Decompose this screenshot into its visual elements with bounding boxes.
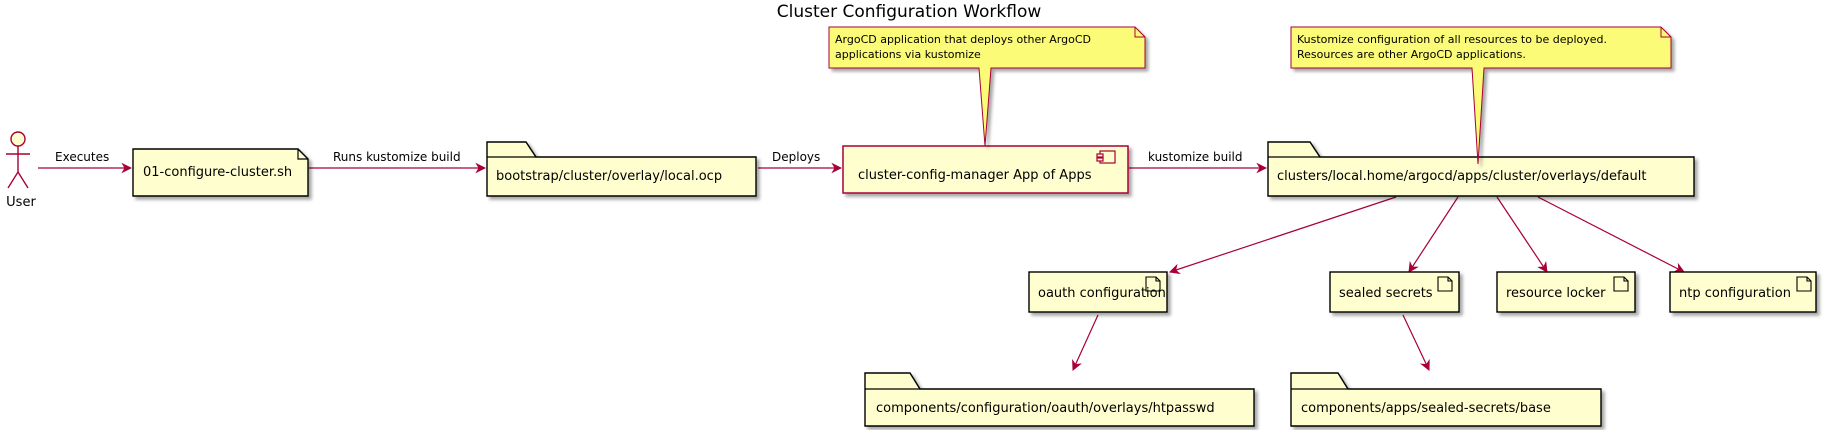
sealed-secrets-base-folder: components/apps/sealed-secrets/base [1290, 372, 1602, 427]
edge-clusters-to-ntp [1537, 196, 1685, 273]
oauth-artifact: oauth configuration [1028, 271, 1168, 313]
oauth-overlay-folder: components/configuration/oauth/overlays/… [864, 372, 1255, 427]
oauth-overlay-folder-label: components/configuration/oauth/overlays/… [876, 401, 1215, 416]
edge-sealed-to-folder [1402, 314, 1430, 371]
resource-locker-artifact: resource locker [1496, 271, 1636, 313]
edge-clusters-to-locker [1496, 196, 1548, 273]
edges [38, 68, 1685, 371]
edge-label-executes: Executes [55, 150, 109, 164]
edge-clusters-to-sealed [1408, 196, 1459, 273]
artifact-icon [1796, 276, 1812, 292]
artifact-icon [1437, 276, 1453, 292]
edge-label-runs-kustomize: Runs kustomize build [333, 150, 461, 164]
note-app-of-apps: ArgoCD application that deploys other Ar… [828, 26, 1146, 147]
app-of-apps-component: cluster-config-manager App of Apps [842, 145, 1129, 194]
edge-label-kustomize-build: kustomize build [1148, 150, 1243, 164]
actor-user: User [6, 131, 36, 210]
sealed-secrets-artifact: sealed secrets [1329, 271, 1460, 313]
note-kustomize: Kustomize configuration of all resources… [1290, 26, 1672, 165]
ntp-artifact: ntp configuration [1669, 271, 1817, 313]
note-kustomize-line-1: Kustomize configuration of all resources… [1297, 33, 1607, 46]
stick-figure-actor-icon [6, 131, 30, 189]
component-icon [1096, 150, 1116, 164]
app-of-apps-label: cluster-config-manager App of Apps [858, 168, 1092, 183]
note-kustomize-line-2: Resources are other ArgoCD applications. [1297, 48, 1526, 61]
diagram-title: Cluster Configuration Workflow [777, 2, 1042, 22]
edge-oauth-to-folder [1072, 314, 1099, 371]
ntp-artifact-label: ntp configuration [1679, 286, 1791, 301]
actor-label: User [6, 195, 36, 210]
bootstrap-folder: bootstrap/cluster/overlay/local.ocp [486, 141, 757, 197]
bootstrap-folder-label: bootstrap/cluster/overlay/local.ocp [496, 169, 722, 184]
sealed-secrets-artifact-label: sealed secrets [1339, 286, 1433, 301]
clusters-folder: clusters/local.home/argocd/apps/cluster/… [1267, 141, 1695, 197]
sealed-secrets-base-folder-label: components/apps/sealed-secrets/base [1301, 401, 1551, 416]
note-app-line-2: applications via kustomize [835, 48, 981, 61]
script-node: 01-configure-cluster.sh [132, 148, 309, 197]
edge-clusters-to-oauth [1168, 196, 1397, 275]
clusters-folder-label: clusters/local.home/argocd/apps/cluster/… [1277, 169, 1646, 184]
note-app-line-1: ArgoCD application that deploys other Ar… [835, 33, 1091, 46]
edge-label-deploys: Deploys [772, 150, 820, 164]
resource-locker-artifact-label: resource locker [1506, 286, 1606, 301]
oauth-artifact-label: oauth configuration [1038, 286, 1166, 301]
artifact-icon [1613, 276, 1629, 292]
artifact-icon [1145, 276, 1161, 292]
script-node-label: 01-configure-cluster.sh [143, 165, 292, 180]
